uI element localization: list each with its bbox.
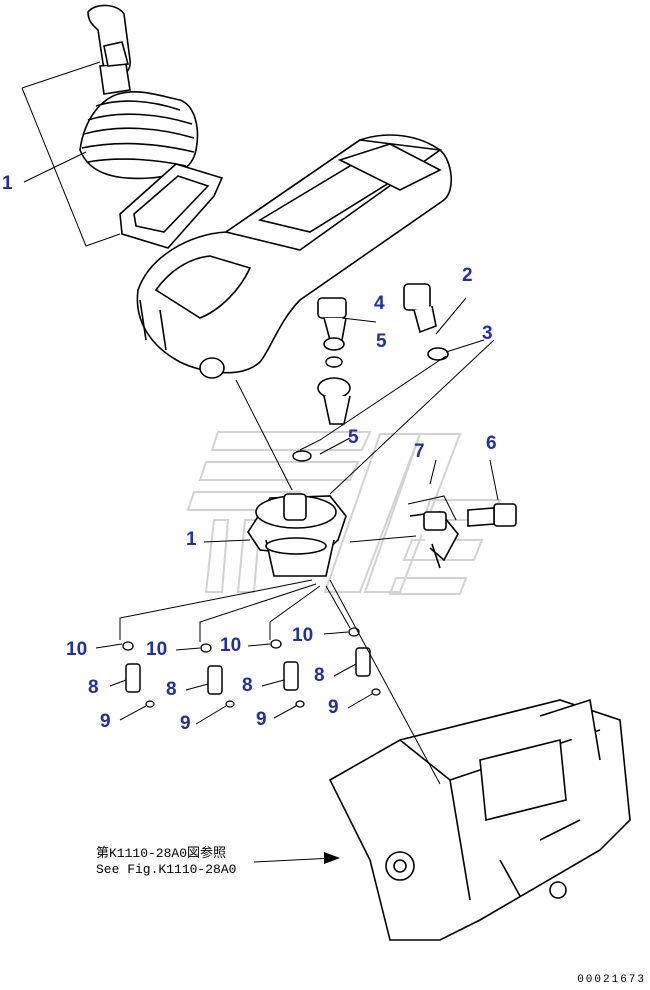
bolt-2 [403, 283, 449, 361]
joystick-lever [79, 4, 199, 180]
callout-4: 4 [374, 293, 385, 314]
callout-10-c: 10 [220, 635, 242, 656]
leader-lines [21, 61, 499, 863]
callout-1-valve: 1 [186, 529, 197, 550]
watermark-logo [186, 431, 502, 595]
o-ring-5 [292, 356, 343, 462]
callout-8-a: 8 [88, 677, 99, 698]
callout-9-b: 9 [180, 713, 191, 734]
mounting-bracket [328, 698, 631, 941]
bolt-6 [467, 503, 517, 527]
console-box [136, 134, 452, 379]
drawing-number: 00021673 [577, 974, 646, 986]
callout-7: 7 [414, 441, 425, 462]
fittings-8 [125, 647, 371, 695]
callout-3: 3 [482, 323, 493, 344]
boot-plate [119, 163, 224, 249]
callout-9-c: 9 [256, 709, 267, 730]
seals-10 [122, 627, 360, 653]
callout-1-boot: 1 [2, 173, 13, 194]
seals-9 [145, 688, 381, 708]
callout-8-b: 8 [166, 679, 177, 700]
reference-note-jp: 第K1110-28A0図参照 [96, 846, 227, 861]
reference-arrow [324, 852, 340, 864]
reference-note-en: See Fig.K1110-28A0 [96, 862, 237, 877]
bolt-4 [317, 297, 351, 425]
callout-6: 6 [486, 433, 497, 454]
callout-5-upper: 5 [376, 331, 387, 352]
callout-8-c: 8 [242, 675, 253, 696]
callout-9-d: 9 [328, 697, 339, 718]
callout-8-d: 8 [314, 665, 325, 686]
callout-10-a: 10 [66, 639, 88, 660]
callout-10-b: 10 [146, 639, 168, 660]
callout-10-d: 10 [292, 625, 314, 646]
callout-2: 2 [462, 265, 473, 286]
callout-5-lower: 5 [348, 427, 359, 448]
pilot-valve [247, 493, 347, 577]
callout-9-a: 9 [100, 711, 111, 732]
clamp-7 [409, 511, 459, 569]
